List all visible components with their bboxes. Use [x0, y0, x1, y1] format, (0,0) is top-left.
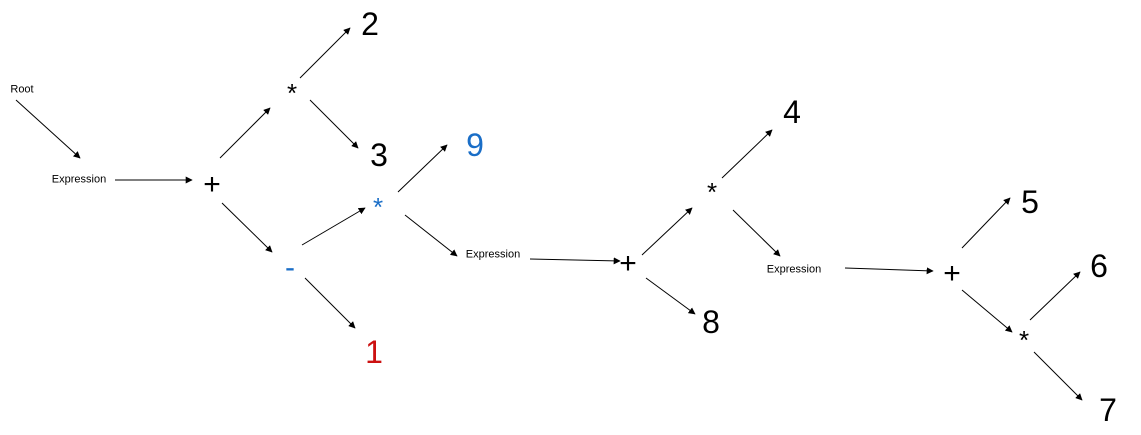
edge-plus2-to-star3	[641, 207, 693, 256]
edge-plus3-to-n5	[961, 197, 1011, 249]
node-number-2: 2	[361, 6, 379, 42]
edge-root-to-expr1	[15, 99, 81, 159]
node-number-1: 1	[365, 334, 383, 370]
node-minus-1: -	[285, 251, 295, 284]
edge-star4-to-n7	[1033, 351, 1083, 401]
edge-star2-to-n9	[397, 144, 448, 193]
node-multiply-3: *	[706, 177, 718, 207]
node-multiply-1: *	[286, 78, 298, 108]
edge-star3-to-n4	[721, 129, 773, 179]
node-plus-3: +	[943, 257, 961, 290]
edge-plus3-to-star4	[961, 289, 1013, 333]
node-number-8: 8	[702, 304, 720, 340]
node-number-6: 6	[1090, 248, 1108, 284]
edge-plus1-to-star1	[219, 107, 271, 159]
node-plus-2: +	[619, 247, 637, 280]
edge-plus1-to-minus1	[221, 202, 273, 253]
node-plus-1: +	[203, 168, 221, 201]
edge-plus2-to-n8	[645, 277, 696, 315]
node-number-5: 5	[1021, 184, 1039, 220]
node-root: Root	[10, 83, 34, 96]
node-expression-2: Expression	[465, 248, 521, 261]
node-number-4: 4	[783, 94, 801, 130]
edge-star2-to-expr2	[404, 214, 458, 257]
node-number-3: 3	[370, 137, 388, 173]
node-number-7: 7	[1099, 392, 1117, 428]
node-multiply-2: *	[372, 192, 384, 222]
edge-expr3-to-plus3	[844, 267, 934, 275]
node-multiply-4: *	[1018, 325, 1030, 355]
node-expression-1: Expression	[51, 173, 107, 186]
edge-minus1-to-star2	[301, 207, 366, 246]
edge-star4-to-n6	[1029, 271, 1081, 321]
edge-star1-to-n2	[299, 27, 351, 79]
node-expression-3: Expression	[766, 263, 822, 276]
edge-minus1-to-n1	[304, 277, 356, 329]
edge-expr2-to-plus2	[529, 257, 621, 265]
edge-star3-to-expr3	[732, 209, 781, 257]
node-number-9: 9	[466, 127, 484, 163]
edge-star1-to-n3	[309, 99, 359, 149]
